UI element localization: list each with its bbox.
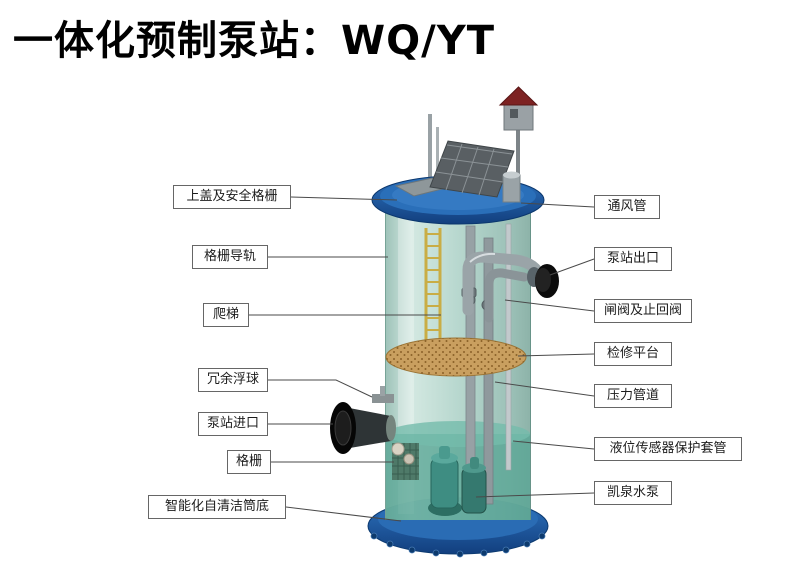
label-grille: 格栅 (227, 450, 271, 474)
maintenance-platform (385, 337, 527, 377)
page-title: 一体化预制泵站：WQ/YT (13, 18, 495, 64)
label-service-platform: 检修平台 (594, 342, 672, 366)
hatch-panel (429, 140, 515, 198)
label-pump-inlet: 泵站进口 (198, 412, 268, 436)
label-top-cover-safety-grille: 上盖及安全格栅 (173, 185, 291, 209)
label-pressure-pipe: 压力管道 (594, 384, 672, 408)
label-level-sensor-sleeve: 液位传感器保护套管 (594, 437, 742, 461)
label-vent-pipe: 通风管 (594, 195, 660, 219)
roof-masts (428, 114, 439, 192)
label-pump-outlet: 泵站出口 (594, 247, 672, 271)
float-balls (391, 442, 415, 465)
inlet-flange (330, 402, 356, 454)
label-kaiquan-pump: 凯泉水泵 (594, 481, 672, 505)
label-grille-guide-rail: 格栅导轨 (192, 245, 268, 269)
outlet-flange (527, 264, 559, 298)
kaiquan-pumps (428, 446, 487, 516)
control-box-house (498, 86, 539, 180)
label-ladder: 爬梯 (203, 303, 249, 327)
callout-lines (249, 196, 595, 522)
inlet-pipe (344, 407, 396, 449)
label-gate-check-valve: 闸阀及止回阀 (594, 299, 692, 323)
ladder (424, 228, 442, 344)
label-redundant-float: 冗余浮球 (198, 368, 268, 392)
vent-pipe (502, 171, 521, 203)
label-self-cleaning-bottom: 智能化自清洁筒底 (148, 495, 286, 519)
pump-station-illustration (330, 86, 559, 558)
base-bolts (370, 532, 546, 558)
float-bracket (372, 386, 394, 403)
